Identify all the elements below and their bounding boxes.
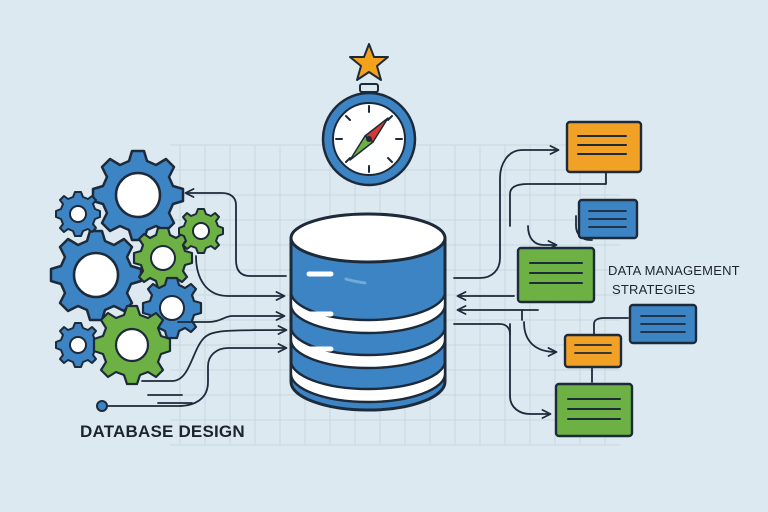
- right-connector-lines: [453, 145, 629, 419]
- database-design-label: DATABASE DESIGN: [80, 422, 245, 441]
- note-card-orange-lower: [563, 333, 623, 369]
- database-icon: [289, 212, 447, 412]
- gear-blue-large-icon: [91, 149, 185, 242]
- note-card-blue-lower: [628, 303, 698, 345]
- gear-green-large-icon: [92, 304, 172, 386]
- note-card-orange-top: [565, 120, 643, 174]
- note-card-blue-upper: [577, 198, 639, 240]
- left-connector-lines: [101, 188, 288, 407]
- data-management-label-line-1: DATA MANAGEMENT: [608, 263, 740, 278]
- compass-icon: [321, 83, 417, 187]
- gears-icon: [49, 149, 224, 386]
- gear-small-top-icon: [55, 191, 101, 237]
- gear-blue-small-bottom-icon: [55, 322, 101, 368]
- data-management-label-line-2: STRATEGIES: [612, 282, 696, 297]
- star-icon: [349, 43, 389, 81]
- gear-green-middle-icon: [132, 226, 194, 290]
- gear-green-small-icon: [178, 208, 224, 254]
- note-card-green-upper: [516, 246, 596, 304]
- note-card-green-lower: [554, 382, 634, 438]
- connector-origin-dot: [96, 400, 108, 412]
